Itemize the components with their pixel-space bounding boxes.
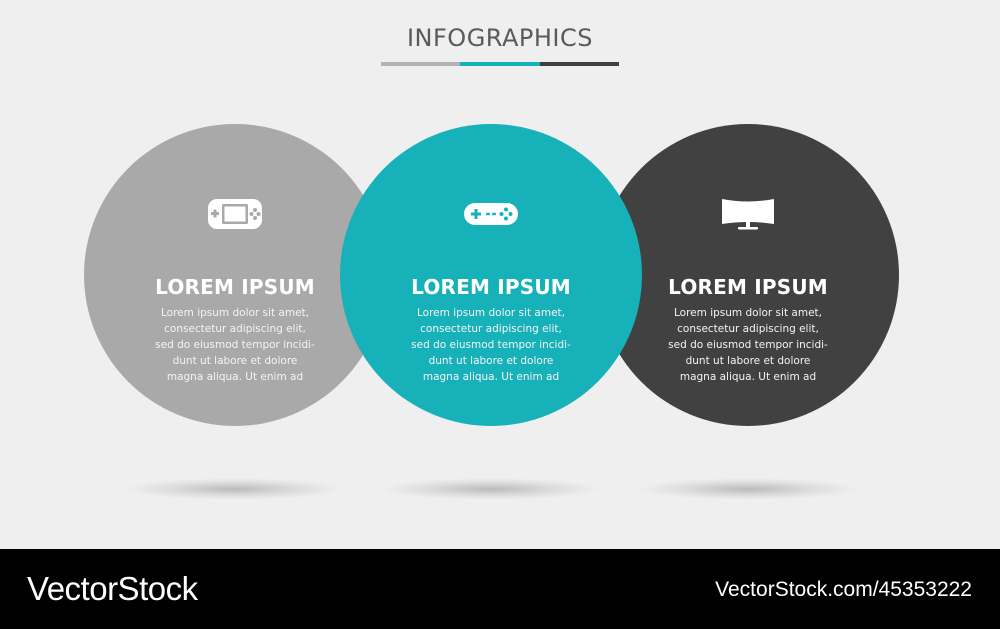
gamepad-icon [464, 203, 518, 225]
circle-shadow-1 [124, 478, 344, 500]
step-circle-1: LOREM IPSUM Lorem ipsum dolor sit amet, … [84, 124, 386, 426]
step-2-text: Lorem ipsum dolor sit amet, consectetur … [411, 307, 571, 383]
brand-logo[interactable]: VectorStock [27, 570, 198, 607]
circle-shadow-2 [381, 478, 601, 500]
step-circle-3: LOREM IPSUM Lorem ipsum dolor sit amet, … [597, 124, 899, 426]
step-1-heading: LOREM IPSUM [155, 275, 315, 299]
circle-shadow-3 [638, 478, 858, 500]
handheld-console-icon [208, 199, 262, 229]
title-underline-segment-2 [460, 62, 540, 66]
title-underline-segment-3 [539, 62, 619, 66]
infographic-title: INFOGRAPHICS [406, 24, 594, 52]
title-underline [381, 62, 619, 66]
step-2-heading: LOREM IPSUM [411, 275, 571, 299]
step-circle-2: LOREM IPSUM Lorem ipsum dolor sit amet, … [340, 124, 642, 426]
title-underline-segment-1 [381, 62, 461, 66]
step-1-text: Lorem ipsum dolor sit amet, consectetur … [155, 307, 315, 383]
image-reference: VectorStock.com/45353222 [715, 578, 972, 601]
curved-monitor-icon [722, 199, 774, 230]
footer-bar: VectorStock VectorStock.com/45353222 [0, 549, 1000, 629]
step-3-heading: LOREM IPSUM [668, 275, 828, 299]
step-3-text: Lorem ipsum dolor sit amet, consectetur … [668, 307, 828, 383]
